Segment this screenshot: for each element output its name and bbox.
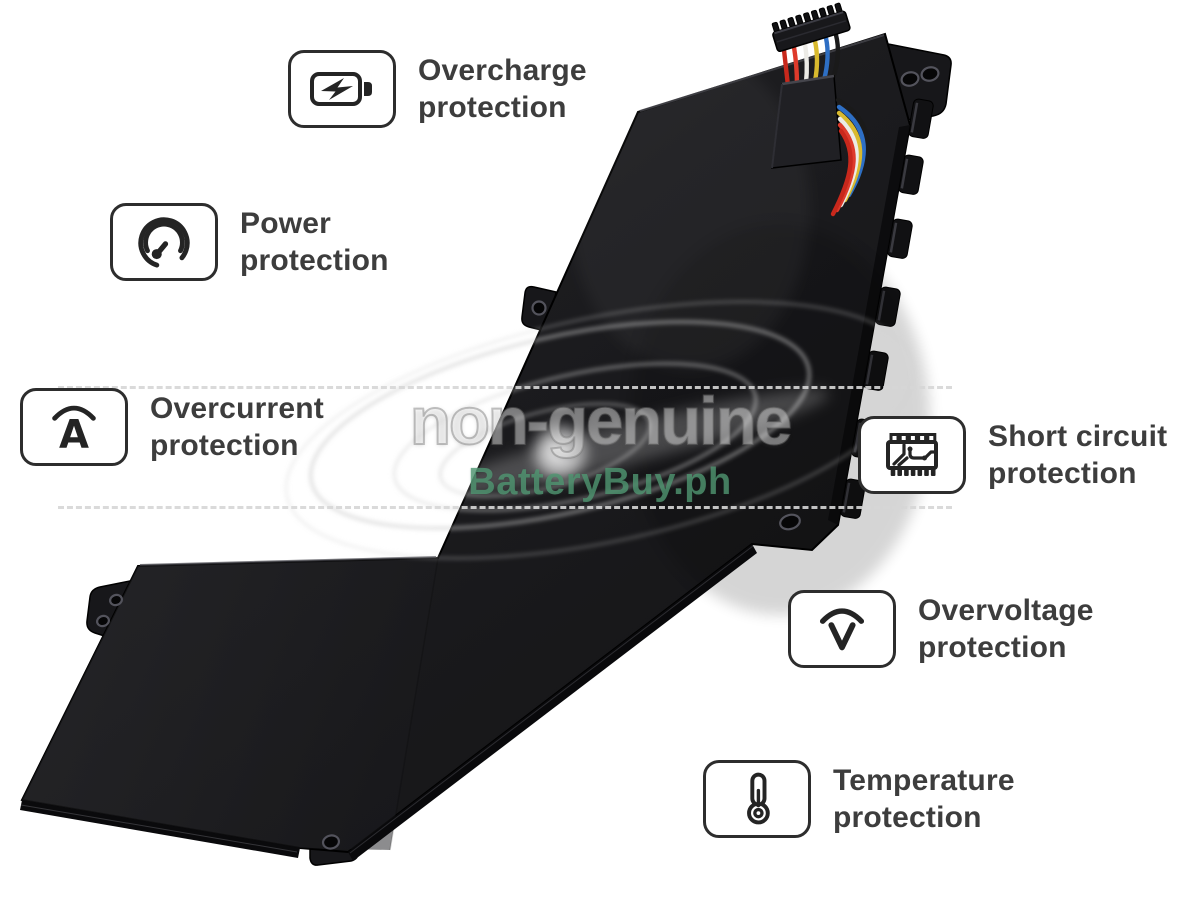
screw-hole xyxy=(321,834,341,850)
feature-temperature: Temperature protection xyxy=(703,760,1015,838)
screw-hole xyxy=(96,614,110,628)
swirl-effect xyxy=(284,300,916,560)
screw-hole xyxy=(109,593,123,607)
screw-hole xyxy=(920,66,940,82)
feature-label: Overcurrent protection xyxy=(150,390,324,464)
battery-bolt-icon xyxy=(288,50,396,128)
screw-hole xyxy=(531,300,547,316)
feature-short-circuit: Short circuit protection xyxy=(858,416,1167,494)
feature-label-line2: protection xyxy=(988,457,1137,490)
fabric-pull-tab xyxy=(771,74,842,169)
feature-label: Overcharge protection xyxy=(418,52,587,126)
screw-hole xyxy=(900,71,920,87)
feature-label-line1: Overvoltage xyxy=(918,594,1094,627)
feature-label-line2: protection xyxy=(418,91,567,124)
feature-label-line1: Short circuit xyxy=(988,420,1168,453)
feature-overcurrent: A Overcurrent protection xyxy=(20,388,324,466)
gauge-icon xyxy=(110,203,218,281)
feature-label: Overvoltage protection xyxy=(918,592,1094,666)
watermark-dashed-line-top xyxy=(58,386,952,389)
wire-harness-lower xyxy=(830,97,870,217)
volt-arc-icon xyxy=(788,590,896,668)
feature-label-line2: protection xyxy=(833,801,982,834)
screw-holes xyxy=(96,66,940,850)
feature-label-line2: protection xyxy=(918,631,1067,664)
feature-label-line1: Power xyxy=(240,207,332,240)
watermark-dashed-line-bottom xyxy=(58,506,952,509)
feature-label: Temperature protection xyxy=(833,762,1015,836)
feature-label: Power protection xyxy=(240,205,389,279)
feature-overvoltage: Overvoltage protection xyxy=(788,590,1094,668)
svg-text:A: A xyxy=(59,412,89,457)
feature-power: Power protection xyxy=(110,203,389,281)
watermark-title: non-genuine xyxy=(409,383,793,460)
feature-label-line2: protection xyxy=(150,429,299,462)
feature-label-line1: Overcharge xyxy=(418,54,587,87)
ampere-arc-icon: A xyxy=(20,388,128,466)
thermometer-icon xyxy=(703,760,811,838)
feature-label-line2: protection xyxy=(240,244,389,277)
feature-overcharge: Overcharge protection xyxy=(288,50,587,128)
feature-label: Short circuit protection xyxy=(988,418,1167,492)
connector-plug xyxy=(771,2,851,53)
feature-label-line1: Temperature xyxy=(833,764,1015,797)
feature-label-line1: Overcurrent xyxy=(150,392,324,425)
screw-hole xyxy=(779,513,801,531)
watermark-brand: BatteryBuy.ph xyxy=(468,461,732,503)
chip-icon xyxy=(858,416,966,494)
